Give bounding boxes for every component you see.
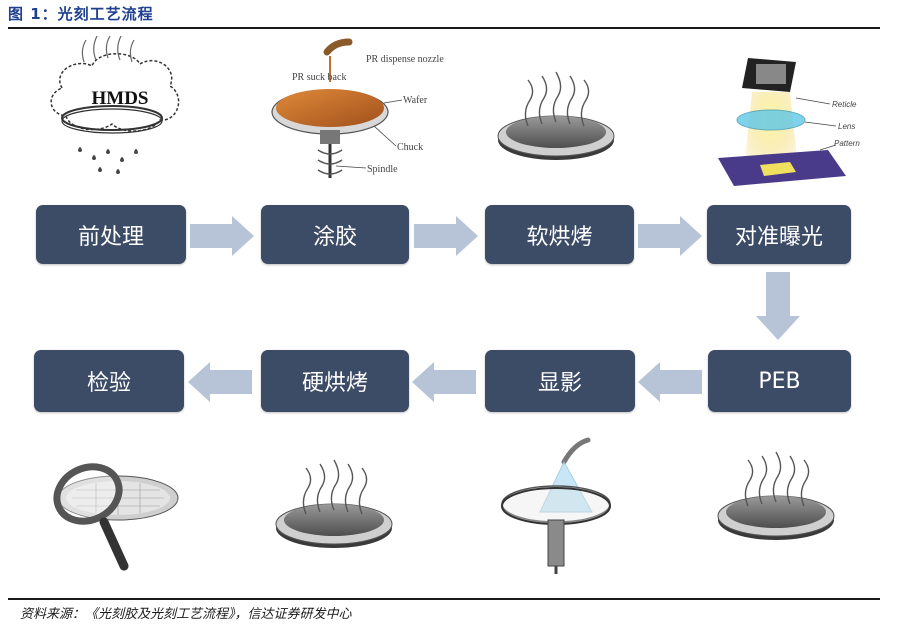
coating-label-suckback: PR suck back — [292, 72, 346, 83]
step-preprocess: 前处理 — [36, 205, 186, 264]
exposure-label-reticle: Reticle — [832, 100, 857, 109]
exposure-label-lens: Lens — [838, 122, 855, 131]
coating-illustration — [271, 38, 403, 178]
coating-label-wafer: Wafer — [403, 95, 428, 106]
hardbake-illustration — [275, 459, 393, 548]
step-inspection: 检验 — [34, 350, 184, 412]
arrow-3-to-4 — [638, 216, 702, 256]
arrow-5-to-6 — [638, 362, 702, 402]
top-rule — [8, 27, 880, 29]
step-peb: PEB — [708, 350, 851, 412]
coating-label-chuck: Chuck — [397, 142, 423, 153]
arrow-6-to-7 — [412, 362, 476, 402]
bottom-rule — [8, 598, 880, 600]
arrow-4-to-5 — [756, 272, 800, 340]
exposure-label-pattern: Pattern — [834, 139, 860, 148]
step-soft-bake: 软烘烤 — [485, 205, 634, 264]
coating-label-spindle: Spindle — [367, 164, 398, 175]
step-develop: 显影 — [485, 350, 635, 412]
hmds-label: HMDS — [92, 88, 149, 109]
coating-label-nozzle: PR dispense nozzle — [366, 54, 444, 65]
hmds-illustration — [50, 35, 180, 174]
figure-title: 图 1：光刻工艺流程 — [8, 5, 154, 23]
arrow-2-to-3 — [414, 216, 478, 256]
step-exposure: 对准曝光 — [707, 205, 851, 264]
softbake-illustration — [497, 71, 615, 160]
step-hard-bake: 硬烘烤 — [261, 350, 409, 412]
step-coating: 涂胶 — [261, 205, 409, 264]
arrow-7-to-8 — [188, 362, 252, 402]
arrow-1-to-2 — [190, 216, 254, 256]
inspection-illustration — [53, 463, 179, 571]
exposure-illustration — [718, 58, 846, 188]
flow-arrows — [188, 216, 800, 402]
figure-source: 资料来源：《光刻胶及光刻工艺流程》，信达证券研发中心 — [20, 607, 352, 622]
peb-illustration — [717, 451, 835, 540]
develop-illustration — [501, 437, 611, 574]
